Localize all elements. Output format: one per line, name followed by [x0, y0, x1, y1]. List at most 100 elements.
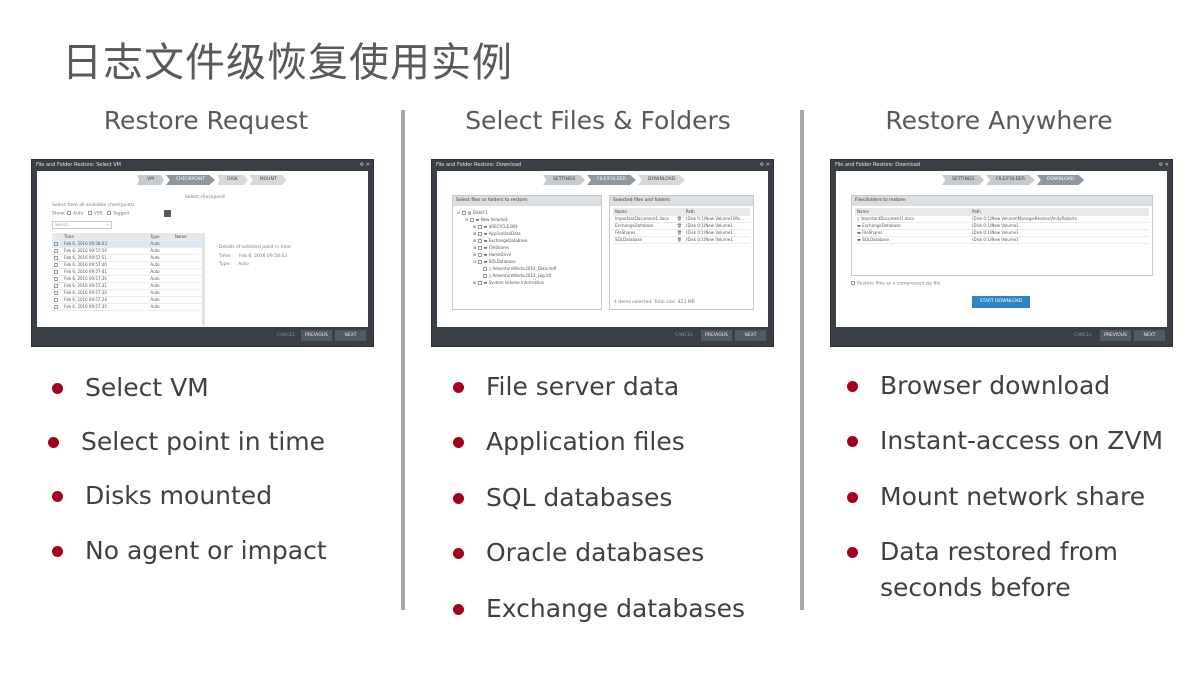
step-settings[interactable]: SETTINGS: [543, 175, 586, 185]
window-title: File and Folder Restore: Select VM: [36, 162, 121, 168]
list-item: Oracle databases: [453, 535, 745, 571]
bullets-select-files: File server data Application files SQL d…: [453, 369, 745, 627]
window-titlebar: File and Folder Restore: Select VM ⚙ ✕: [32, 160, 373, 170]
tree-item[interactable]: ⊞ ▬ System Volume Information: [473, 280, 545, 285]
step-download[interactable]: DOWNLOAD: [638, 175, 686, 185]
tree-panel-header: Select files or folders to restore:: [453, 196, 601, 206]
col-name: Name: [172, 233, 202, 241]
list-item: Application files: [453, 424, 745, 460]
bullets-restore-request: Select VM Select point in time Disks mou…: [48, 370, 329, 569]
screenshot-select-files: File and Folder Restore: Download ⚙ ✕ SE…: [431, 159, 774, 347]
bullet-dot: [847, 547, 858, 558]
tree-item[interactable]: ⊞ ▬ ExchangeDatabase: [473, 238, 528, 243]
step-download[interactable]: DOWNLOAD: [1037, 175, 1085, 185]
window-title: File and Folder Restore: Download: [835, 162, 921, 168]
tree-item[interactable]: ⊞ ▬ FileShares: [473, 245, 510, 250]
table-row[interactable]: ▬ ExchangeDatabase(Disk 0:1)New Volume1: [855, 222, 1149, 230]
checkbox[interactable]: [66, 211, 71, 215]
compress-option[interactable]: Restore files as a compressed zip file: [851, 281, 940, 288]
list-item: SQL databases: [453, 480, 745, 516]
table-row[interactable]: ▯ ImportantDocument1.docx(Disk 0:1)New V…: [855, 215, 1149, 223]
tree-panel: Select files or folders to restore: ⊟ ▥ …: [452, 195, 602, 310]
cancel-button[interactable]: CANCEL: [1073, 333, 1093, 338]
col-name: Name: [613, 208, 675, 216]
list-item: Exchange databases: [453, 591, 745, 627]
previous-button[interactable]: PREVIOUS: [1100, 330, 1131, 341]
tree-item[interactable]: ⊞ ▬ HomeDrive: [473, 252, 512, 257]
trash-icon[interactable]: 🗑: [674, 229, 684, 237]
step-file-folder[interactable]: FILE/FOLDER: [587, 175, 637, 185]
trash-icon[interactable]: 🗑: [674, 236, 684, 244]
tree-item[interactable]: ▯ AdventureWorks2014_Log.ldf: [457, 272, 597, 279]
window-body: VM CHECKPOINT DISK MOUNT Select checkpoi…: [37, 171, 368, 327]
bullet-dot: [847, 381, 858, 392]
step-vm[interactable]: VM: [137, 175, 164, 185]
checkbox[interactable]: [87, 211, 92, 215]
table-scrollbar[interactable]: [202, 233, 205, 326]
wizard-steps: VM CHECKPOINT DISK MOUNT: [137, 175, 289, 185]
table-row[interactable]: ExchangeDatabase🗑(Disk 0:1)New Volume1: [613, 222, 750, 230]
trash-icon[interactable]: 🗑: [674, 222, 684, 230]
step-settings[interactable]: SETTINGS: [942, 175, 985, 185]
selected-panel: Selected files and folders Name Path Imp…: [609, 195, 754, 310]
search-input[interactable]: Search ⌕: [52, 221, 112, 229]
step-mount[interactable]: MOUNT: [249, 175, 287, 185]
show-filters: Show: Auto VSS Tagged: [52, 211, 129, 218]
compress-label: Restore files as a compressed zip file: [857, 281, 941, 287]
tree-item[interactable]: ▯ AdventureWorks2014_Data.mdf: [457, 265, 597, 272]
filter-vss: VSS: [93, 211, 103, 217]
table-row[interactable]: ▬ SQLDatabase(Disk 0:1)New Volume1: [855, 236, 1149, 244]
list-item: Disks mounted: [52, 478, 329, 514]
start-download-button[interactable]: START DOWNLOAD: [972, 296, 1030, 308]
list-item: Mount network share: [847, 479, 1167, 515]
next-button[interactable]: NEXT: [335, 330, 366, 341]
table-row[interactable]: FileShares🗑(Disk 0:1)New Volume1: [613, 229, 750, 237]
wizard-steps: SETTINGS FILE/FOLDER DOWNLOAD: [942, 175, 1086, 185]
window-controls-icon[interactable]: ⚙ ✕: [759, 162, 770, 168]
details-type: Type: Auto: [219, 262, 249, 267]
previous-button[interactable]: PREVIOUS: [301, 330, 332, 341]
previous-button[interactable]: PREVIOUS: [701, 330, 732, 341]
table-row[interactable]: SQLDatabase🗑(Disk 0:1)New Volume1: [613, 236, 750, 244]
col-type: Type: [148, 233, 173, 241]
window-controls-icon[interactable]: ⚙ ✕: [359, 162, 370, 168]
tree-item[interactable]: ⊞ ▬ ApplicationData: [473, 231, 521, 236]
tree-item[interactable]: ⊟ ▥ Disk0:1: [457, 210, 488, 215]
window-footer: CANCEL PREVIOUS NEXT: [432, 326, 773, 346]
step-checkpoint[interactable]: CHECKPOINT: [165, 175, 216, 185]
checkbox[interactable]: [851, 281, 855, 285]
step-disk[interactable]: DISK: [217, 175, 248, 185]
refresh-icon[interactable]: [164, 210, 171, 217]
tree-item[interactable]: ⊟ ▬ New Volume1: [465, 217, 509, 222]
checkbox[interactable]: [106, 211, 111, 215]
step-file-folder[interactable]: FILE/FOLDER: [986, 175, 1036, 185]
table-row[interactable]: ImportantDocument1.docx🗑(Disk 0:1)New Vo…: [613, 215, 750, 223]
list-item: Data restored from seconds before: [847, 534, 1167, 606]
window-controls-icon[interactable]: ⚙ ✕: [1158, 162, 1169, 168]
cancel-button[interactable]: CANCEL: [674, 333, 694, 338]
next-button[interactable]: NEXT: [1134, 330, 1165, 341]
tree-item[interactable]: ⊞ ▬ $RECYCLE.BIN: [473, 224, 518, 229]
list-item: Instant-access on ZVM: [847, 423, 1167, 459]
filter-auto: Auto: [72, 211, 84, 217]
cancel-button[interactable]: CANCEL: [276, 333, 296, 338]
tree-item[interactable]: ⊟ ▬ SQLDatabase: [473, 259, 516, 264]
next-button[interactable]: NEXT: [735, 330, 766, 341]
list-item: File server data: [453, 369, 745, 405]
restore-list-header: Files/folders to restore:: [852, 196, 1152, 206]
column-divider: [800, 110, 804, 610]
trash-icon[interactable]: 🗑: [674, 215, 684, 223]
bullet-dot: [453, 382, 464, 393]
table-row[interactable]: ▬ FileShares(Disk 0:1)New Volume1: [855, 229, 1149, 237]
